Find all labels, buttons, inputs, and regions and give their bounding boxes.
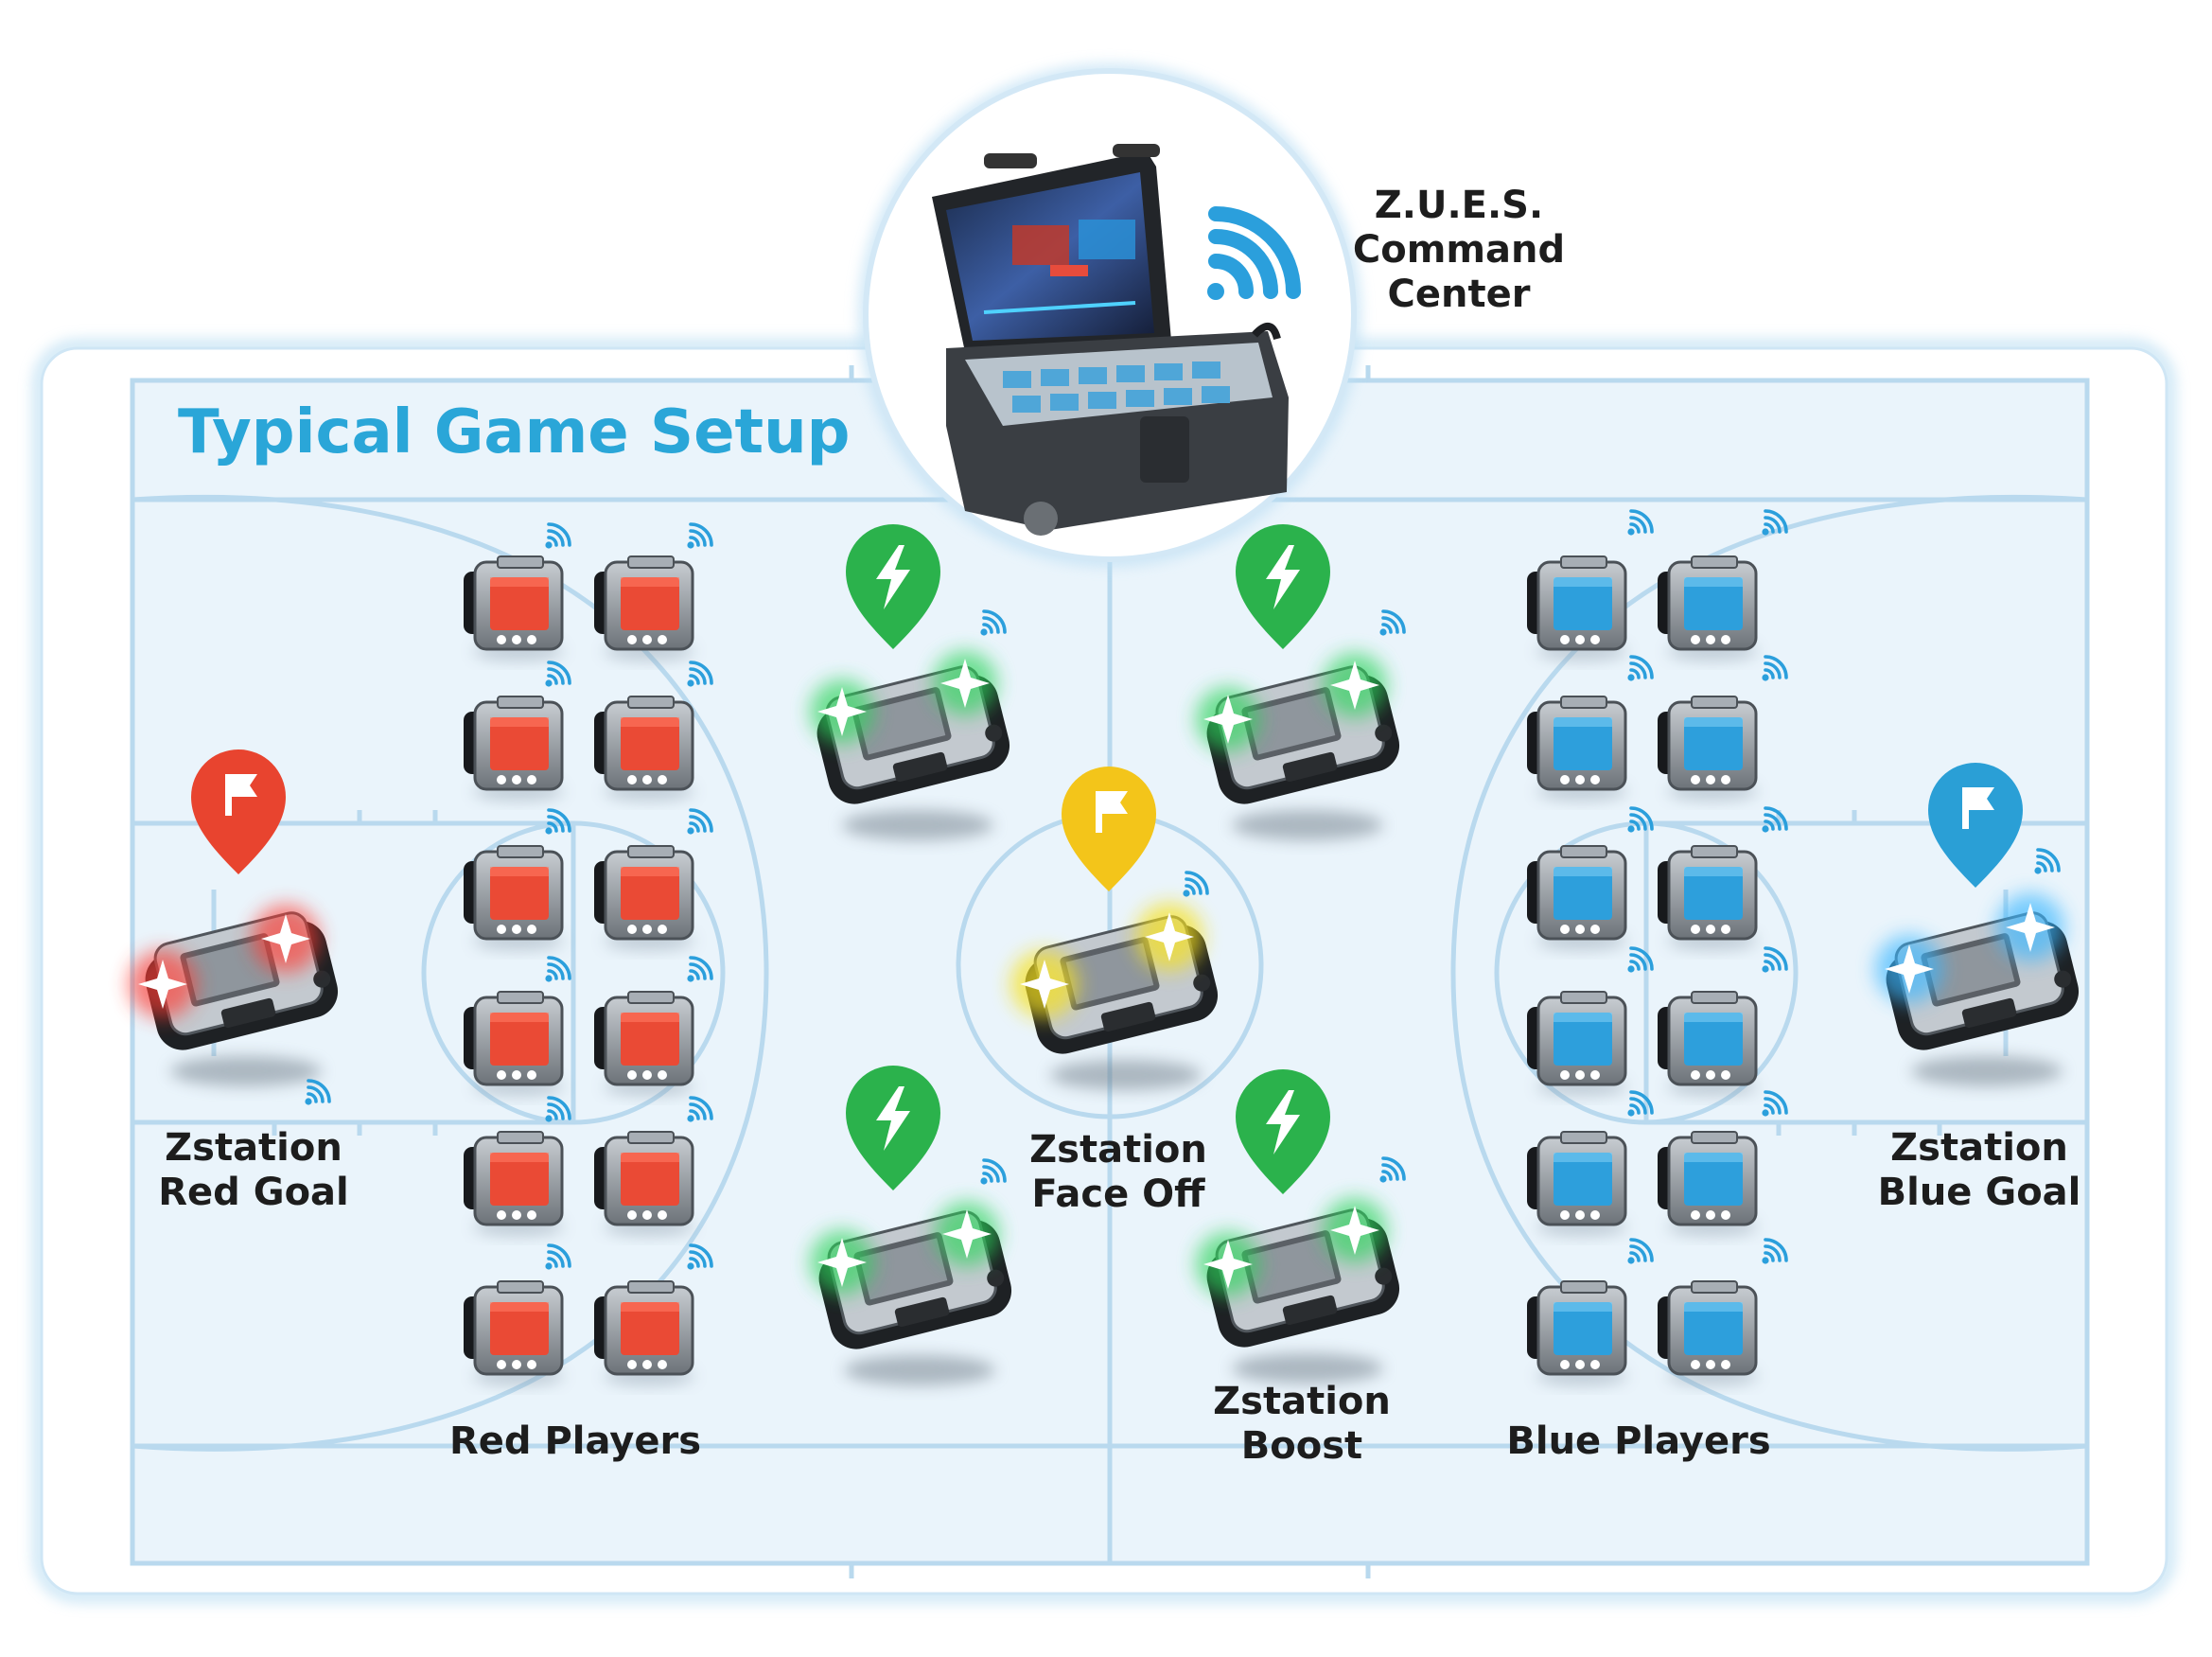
wifi-signal-icon (1207, 206, 1301, 300)
red-players-label: Red Players (448, 1419, 702, 1463)
command-center-line1: Z.U.E.S. (1374, 184, 1544, 227)
command-center-line2: Command (1352, 228, 1566, 272)
command-center-line3: Center (1387, 273, 1531, 316)
face-off-line2: Face Off (1031, 1172, 1205, 1216)
zstation-blue-goal (1875, 763, 2084, 1086)
boost-line2: Boost (1240, 1424, 1363, 1468)
command-case-icon (932, 144, 1289, 536)
red-goal-line2: Red Goal (158, 1171, 349, 1214)
boost-line1: Zstation (1213, 1380, 1391, 1423)
zstation-boost-4 (1196, 1069, 1405, 1384)
red-goal-label: Zstation Red Goal (158, 1126, 349, 1215)
zstation-boost-2 (1196, 524, 1405, 840)
zstation-red-goal (129, 749, 343, 1107)
face-off-label: Zstation Face Off (1029, 1128, 1207, 1217)
diagram-title: Typical Game Setup (178, 397, 851, 467)
zstation-boost-1 (809, 524, 1015, 840)
blue-players-label: Blue Players (1506, 1419, 1771, 1463)
command-center (858, 63, 1361, 567)
zstation-face-off (1010, 767, 1223, 1090)
blue-goal-line1: Zstation (1890, 1126, 2068, 1170)
boost-label: Zstation Boost (1213, 1380, 1391, 1469)
blue-goal-label: Zstation Blue Goal (1878, 1126, 2081, 1215)
command-center-label: Z.U.E.S. Command Center (1353, 184, 1565, 317)
zstation-boost-3 (810, 1066, 1017, 1385)
red-goal-line1: Zstation (165, 1126, 342, 1170)
blue-goal-line2: Blue Goal (1877, 1171, 2081, 1214)
face-off-line1: Zstation (1029, 1128, 1207, 1172)
